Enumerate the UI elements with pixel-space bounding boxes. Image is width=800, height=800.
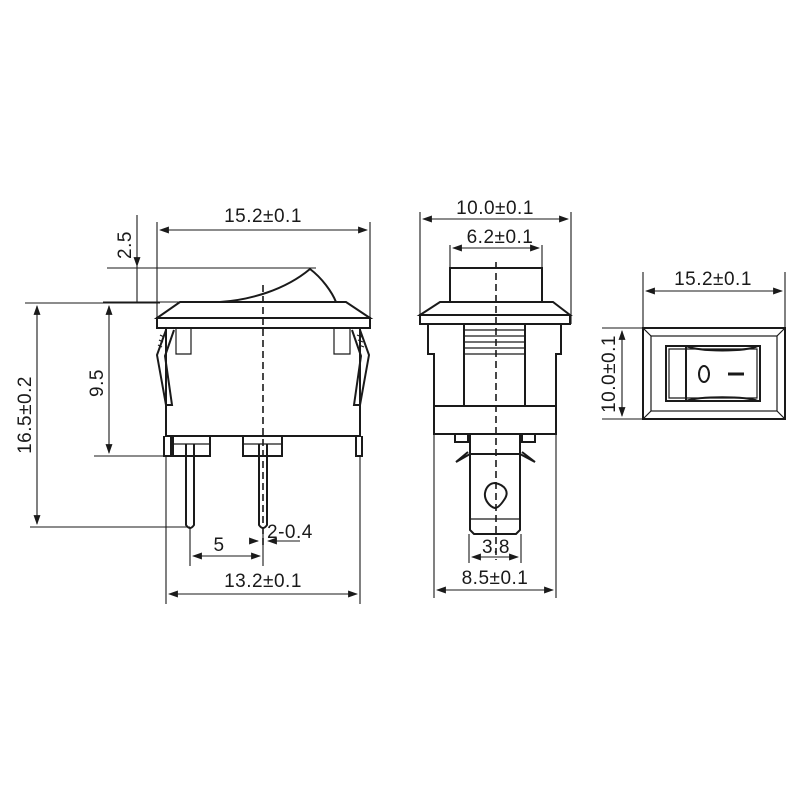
end-clip-right [519, 451, 536, 463]
dim-total-height: 16.5±0.2 [15, 376, 36, 454]
dim-rocker-height: 2.5 [115, 231, 136, 259]
top-view: 15.2±0.1 10.0±0.1 [599, 269, 786, 420]
latch-right-inner [333, 328, 351, 355]
side-view: 15.2±0.1 2.5 16.5±0.2 9.5 5 2-0.4 13.2±0… [15, 206, 374, 604]
dim-rocker-width: 6.2±0.1 [467, 227, 534, 248]
end-view: 10.0±0.1 6.2±0.1 3.8 8.5±0.1 [416, 198, 573, 598]
pin-block-left [172, 435, 211, 457]
dim-body-width: 8.5±0.1 [462, 568, 529, 589]
dim-top-width: 15.2±0.1 [674, 269, 752, 290]
off-symbol-icon [698, 365, 710, 383]
dim-body-height: 9.5 [87, 369, 108, 397]
rocker-shape [219, 267, 337, 303]
end-terminal [469, 454, 521, 535]
dim-top-height: 10.0±0.1 [599, 335, 620, 413]
latch-left-inner [175, 328, 192, 355]
dim-bezel-width: 10.0±0.1 [456, 198, 534, 219]
dim-pin-thickness: 2-0.4 [267, 522, 313, 543]
spring-clip-left [155, 329, 175, 406]
top-rocker-window [665, 345, 761, 402]
terminal-hole [483, 481, 508, 510]
top-bezel-inner [650, 335, 778, 412]
dim-side-top-width: 15.2±0.1 [224, 206, 302, 227]
spring-clip-right [351, 329, 371, 406]
top-rocker-paddle [685, 345, 759, 402]
end-bezel [416, 301, 573, 316]
dim-side-bottom-width: 13.2±0.1 [224, 571, 302, 592]
dim-pin-pitch: 5 [213, 535, 224, 556]
dim-terminal-width: 3.8 [482, 537, 510, 558]
top-bezel-outer [642, 327, 786, 420]
end-clip-left [455, 451, 471, 463]
